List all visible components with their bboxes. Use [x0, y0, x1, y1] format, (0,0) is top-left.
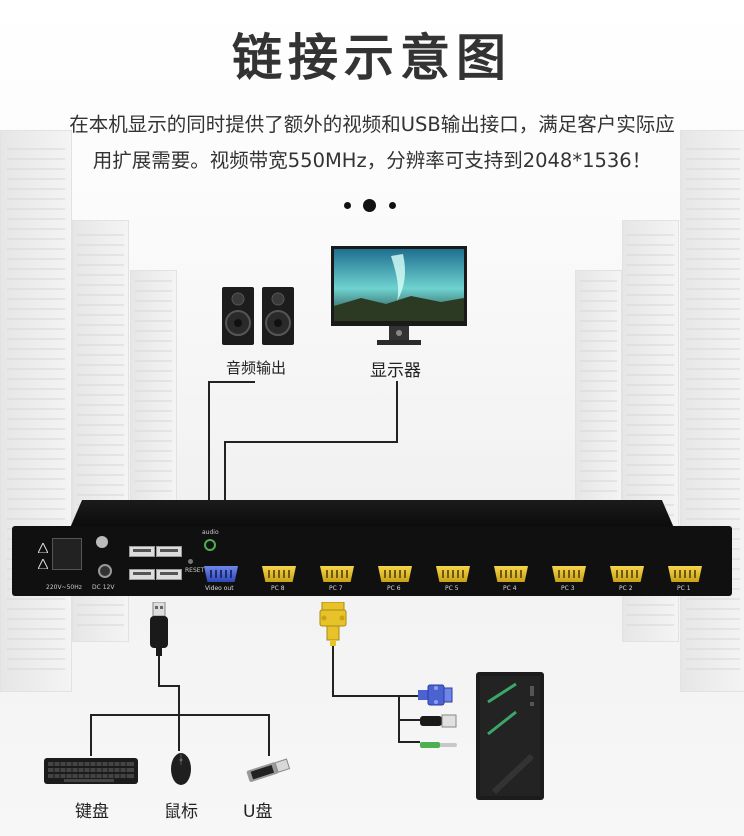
audio-plug-icon — [420, 736, 458, 748]
pc-cable — [332, 695, 400, 697]
audio-out-label: 音频输出 — [226, 359, 287, 377]
dc-jack[interactable] — [98, 564, 112, 578]
speakers-icon — [220, 287, 296, 347]
pc6-label: PC 6 — [387, 585, 401, 592]
kvm-switch-rear-panel: 220V~50Hz DC 12V RESET audio Video out P… — [12, 500, 732, 600]
usb-port[interactable] — [129, 569, 155, 580]
vga-plug-blue-icon — [418, 682, 458, 708]
monitor-cable — [396, 381, 398, 443]
mouse-label: 鼠标 — [164, 802, 198, 822]
usb-drive-label: U盘 — [243, 802, 273, 822]
server-rack — [680, 130, 744, 692]
separator-dot — [389, 202, 396, 209]
pc8-port[interactable] — [262, 566, 296, 582]
pc5-port[interactable] — [436, 566, 470, 582]
usb-drive-icon — [243, 755, 295, 785]
pc4-label: PC 4 — [503, 585, 517, 592]
pc-cable-vga — [398, 695, 420, 697]
pc-tower-icon — [476, 672, 544, 800]
pc4-port[interactable] — [494, 566, 528, 582]
page-title: 链接示意图 — [232, 29, 512, 87]
description-line-1: 在本机显示的同时提供了额外的视频和USB输出接口，满足客户实际应 — [69, 113, 675, 136]
power-socket[interactable] — [52, 538, 82, 570]
pc3-port[interactable] — [552, 566, 586, 582]
video-out-port[interactable] — [204, 566, 238, 582]
pc-cable-usb — [398, 719, 420, 721]
reset-label: RESET — [185, 567, 205, 574]
pc-cable-audio — [398, 741, 420, 743]
warning-icon — [37, 554, 49, 570]
audio-cable — [208, 381, 210, 501]
monitor-label: 显示器 — [370, 361, 421, 381]
usb-hub-line — [90, 714, 270, 716]
usb-cable — [178, 685, 180, 751]
separator-dot — [344, 202, 351, 209]
usb-cable — [158, 685, 180, 687]
video-out-label: Video out — [205, 585, 234, 592]
kvm-top-cover — [70, 500, 674, 528]
pc3-label: PC 3 — [561, 585, 575, 592]
ground-screw — [96, 536, 108, 548]
keyboard-label: 键盘 — [75, 802, 109, 822]
keyboard-cable — [90, 714, 92, 756]
usb-cable — [158, 656, 160, 686]
usb-plug-icon — [146, 601, 172, 656]
dc-label: DC 12V — [92, 584, 115, 591]
pc7-port[interactable] — [320, 566, 354, 582]
pc-cable — [332, 646, 334, 696]
usb-port[interactable] — [156, 546, 182, 557]
pc8-label: PC 8 — [271, 585, 285, 592]
pc2-label: PC 2 — [619, 585, 633, 592]
kvm-rear-face: 220V~50Hz DC 12V RESET audio Video out P… — [12, 526, 732, 596]
separator-dot — [363, 199, 376, 212]
mouse-icon — [170, 752, 192, 786]
pc6-port[interactable] — [378, 566, 412, 582]
usb-port[interactable] — [129, 546, 155, 557]
monitor-cable — [224, 441, 398, 443]
usb-port[interactable] — [156, 569, 182, 580]
pc1-port[interactable] — [668, 566, 702, 582]
pc5-label: PC 5 — [445, 585, 459, 592]
audio-cable — [208, 381, 255, 383]
power-label: 220V~50Hz — [46, 584, 82, 591]
keyboard-icon — [44, 756, 138, 786]
pc7-label: PC 7 — [329, 585, 343, 592]
audio-jack[interactable] — [204, 539, 216, 551]
audio-label: audio — [202, 529, 219, 536]
description-line-2: 用扩展需要。视频带宽550MHz，分辨率可支持到2048*1536！ — [92, 149, 652, 172]
monitor-icon — [331, 246, 467, 350]
pc1-label: PC 1 — [677, 585, 691, 592]
reset-button[interactable] — [188, 559, 193, 564]
usb-plug-side-icon — [420, 713, 458, 728]
warning-icon — [37, 538, 49, 554]
server-rack — [0, 130, 72, 692]
usb-drive-cable — [268, 714, 270, 756]
pc2-port[interactable] — [610, 566, 644, 582]
monitor-cable — [224, 441, 226, 501]
vga-connector-icon — [318, 601, 348, 646]
